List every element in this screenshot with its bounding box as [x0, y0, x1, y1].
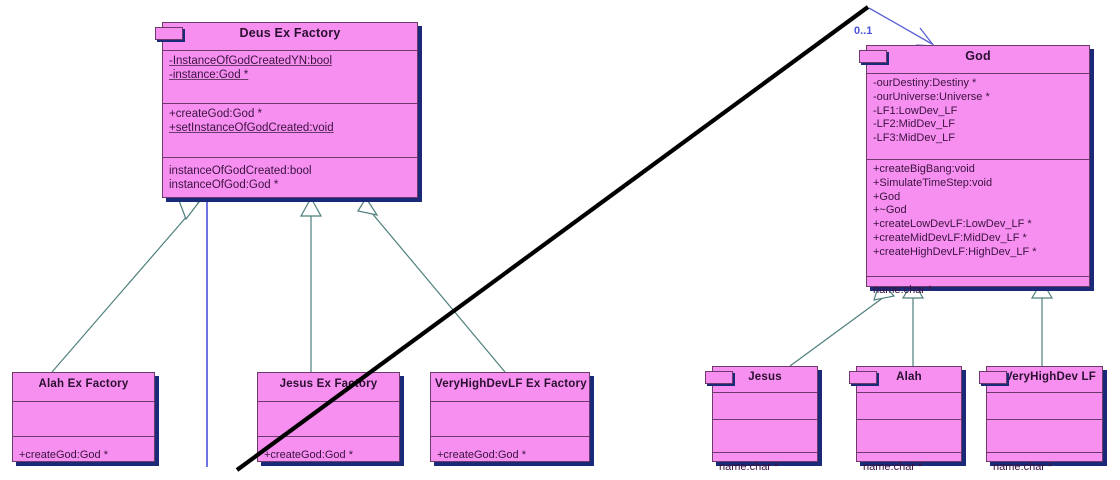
attributes-compartment: [258, 402, 399, 437]
class-tab-icon: [859, 50, 887, 63]
member: +createGod:God *: [19, 449, 108, 461]
member: +God: [873, 190, 901, 203]
member: +SimulateTimeStep:void: [873, 176, 993, 189]
member: -LF1:LowDev_LF: [873, 104, 958, 117]
member: -instance:God *: [169, 69, 249, 82]
operations-compartment: +createBigBang:void +SimulateTimeStep:vo…: [867, 160, 1089, 277]
attributes-compartment: [987, 393, 1102, 420]
member: +createBigBang:void: [873, 163, 975, 175]
operations-compartment: [713, 420, 817, 453]
class-veryhighdevlf-ex-factory[interactable]: VeryHighDevLF Ex Factory +createGod:God …: [430, 372, 590, 462]
attributes-compartment: [857, 393, 961, 420]
member: name:char *: [719, 461, 779, 473]
member: instanceOfGodCreated:bool: [169, 165, 312, 177]
class-alah[interactable]: Alah name:char *: [849, 366, 962, 473]
properties-compartment: name:char *: [987, 453, 1102, 480]
attributes-compartment: -ourDestiny:Destiny * -ourUniverse:Unive…: [867, 74, 1089, 160]
class-alah-ex-factory[interactable]: Alah Ex Factory +createGod:God *: [12, 372, 155, 462]
member: -InstanceOfGodCreatedYN:bool: [169, 55, 333, 67]
member: -ourDestiny:Destiny *: [873, 77, 977, 89]
class-tab-icon: [705, 371, 733, 384]
class-title: Jesus Ex Factory: [258, 373, 399, 402]
class-title: Deus Ex Factory: [163, 23, 417, 51]
properties-compartment: name:char *: [867, 277, 1089, 320]
class-jesus[interactable]: Jesus name:char *: [705, 366, 818, 473]
properties-compartment: name:char *: [713, 453, 817, 480]
attributes-compartment: -InstanceOfGodCreatedYN:bool -instance:G…: [163, 51, 417, 104]
operations-compartment: +createGod:God *: [258, 437, 399, 480]
attributes-compartment: [431, 402, 589, 437]
member: name:char *: [993, 461, 1053, 473]
member: +createGod:God *: [169, 108, 263, 120]
class-tab-icon: [849, 371, 877, 384]
member: +createGod:God *: [437, 449, 526, 461]
multiplicity-label-0-1: 0..1: [854, 25, 873, 37]
class-title: God: [867, 46, 1089, 74]
member: name:char *: [863, 461, 923, 473]
operations-compartment: [987, 420, 1102, 453]
class-deus-ex-factory[interactable]: Deus Ex Factory -InstanceOfGodCreatedYN:…: [155, 22, 418, 198]
operations-compartment: +createGod:God *: [13, 437, 154, 480]
member: +createLowDevLF:LowDev_LF *: [873, 218, 1032, 230]
class-title: VeryHighDevLF Ex Factory: [431, 373, 589, 402]
class-tab-icon: [155, 27, 183, 40]
class-veryhighdev-lf[interactable]: VeryHighDev LF name:char *: [979, 366, 1103, 473]
operations-compartment: +createGod:God * +setInstanceOfGodCreate…: [163, 104, 417, 158]
attributes-compartment: [13, 402, 154, 437]
member: +createHighDevLF:HighDev_LF *: [873, 245, 1037, 258]
operations-compartment: +createGod:God *: [431, 437, 589, 480]
member: -ourUniverse:Universe *: [873, 90, 990, 103]
class-jesus-ex-factory[interactable]: Jesus Ex Factory +createGod:God *: [257, 372, 400, 462]
class-god[interactable]: God -ourDestiny:Destiny * -ourUniverse:U…: [859, 45, 1090, 296]
member: +createGod:God *: [264, 449, 353, 461]
class-title: VeryHighDev LF: [987, 367, 1102, 393]
member: +~God: [873, 204, 907, 217]
member: -LF3:MidDev_LF: [873, 132, 955, 144]
properties-compartment: instanceOfGodCreated:bool instanceOfGod:…: [163, 158, 417, 230]
class-title: Alah: [857, 367, 961, 393]
attributes-compartment: [713, 393, 817, 420]
member: -LF2:MidDev_LF: [873, 118, 955, 131]
association-deus-to-god: [868, 7, 936, 47]
member: +setInstanceOfGodCreated:void: [169, 122, 334, 135]
operations-compartment: [857, 420, 961, 453]
class-tab-icon: [979, 371, 1007, 384]
properties-compartment: name:char *: [857, 453, 961, 480]
member: +createMidDevLF:MidDev_LF *: [873, 231, 1027, 244]
member: name:char *: [873, 284, 933, 296]
class-title: Alah Ex Factory: [13, 373, 154, 402]
member: instanceOfGod:God *: [169, 179, 279, 192]
